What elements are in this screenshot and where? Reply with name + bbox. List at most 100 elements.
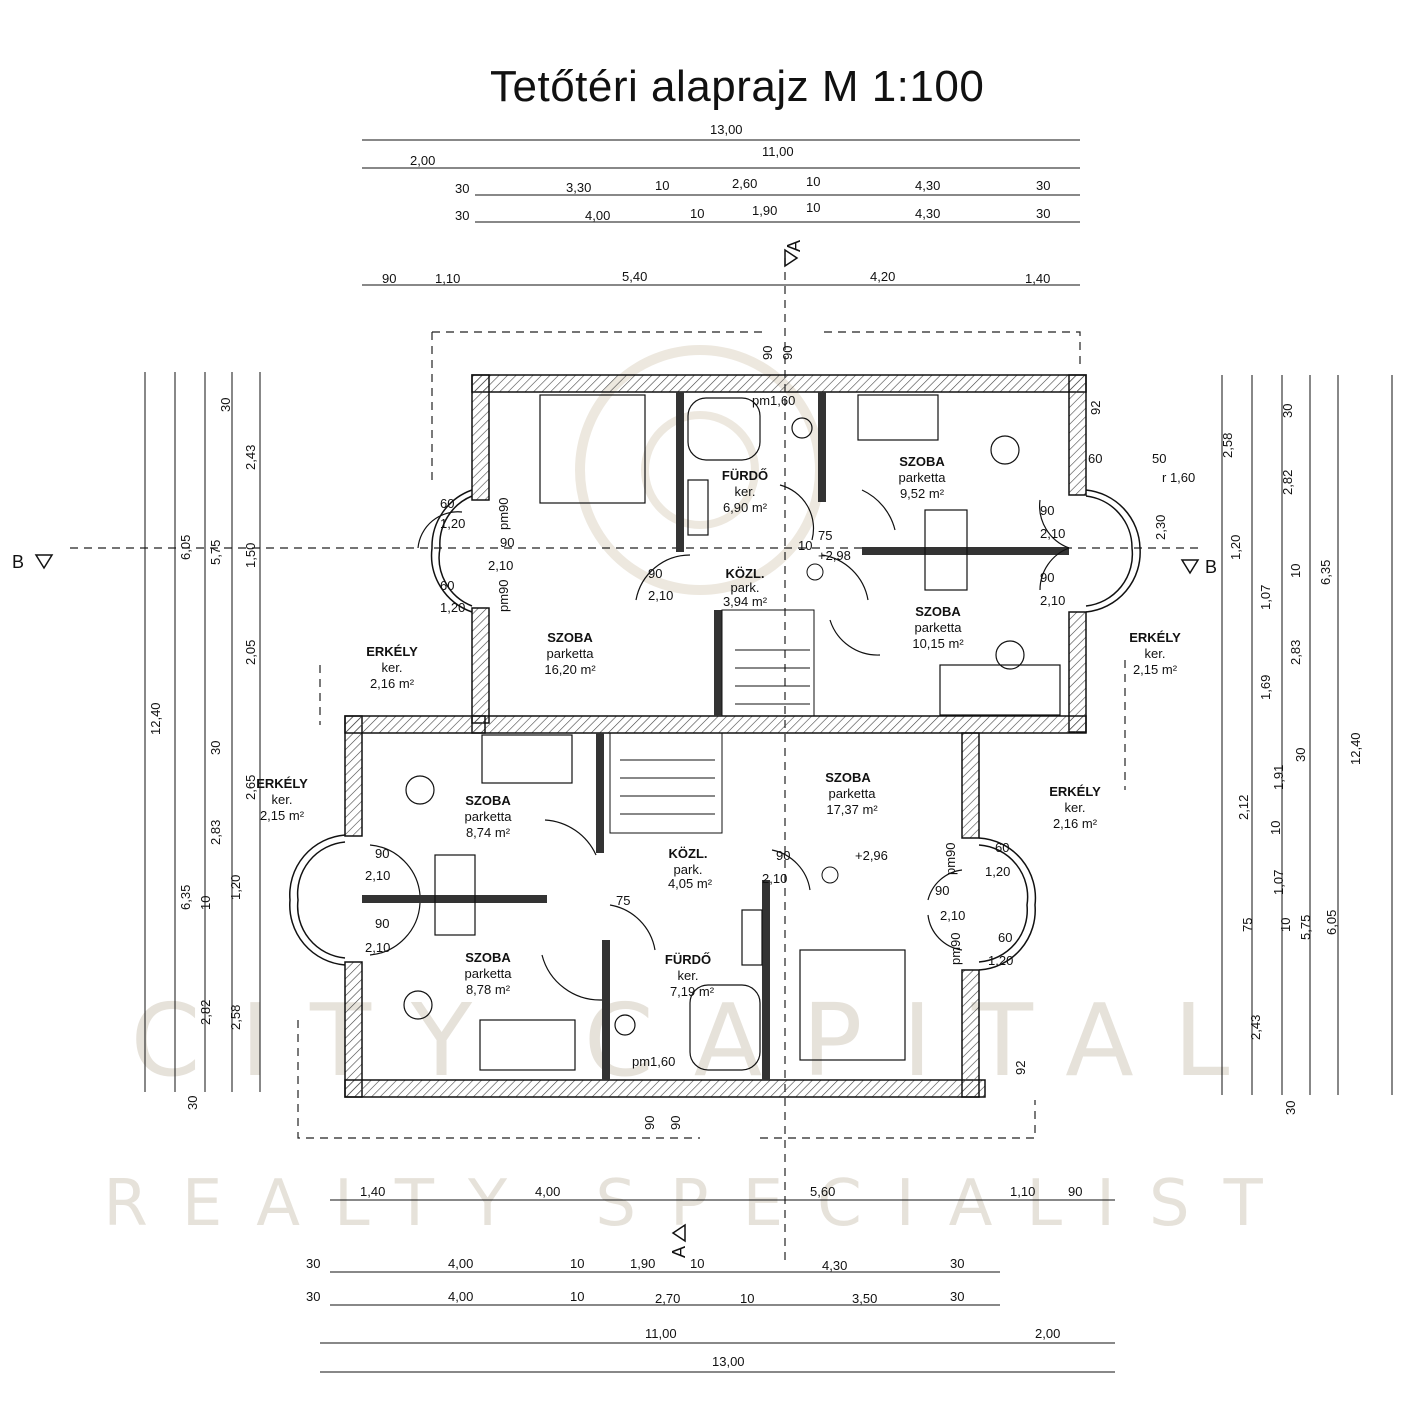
toilet-icon xyxy=(791,417,813,439)
watermark: CITY CAPITAL REALTY SPECIALIST xyxy=(103,345,1296,1241)
dim-bottom: 1,90 xyxy=(630,1256,655,1271)
dims-right: 12,40 6,35 6,05 30 2,82 10 2,83 30 1,91 … xyxy=(1220,404,1363,1115)
dim-bottom: 1,40 xyxy=(360,1184,385,1199)
opening-label: 2,10 xyxy=(365,868,390,883)
opening-label: 92 xyxy=(1088,401,1103,415)
sink-icon xyxy=(741,909,763,966)
watermark-bottom-text: REALTY SPECIALIST xyxy=(103,1167,1296,1241)
dim-top: 2,00 xyxy=(410,153,435,168)
svg-text:SZOBA: SZOBA xyxy=(547,630,593,645)
section-a-bottom-label: A xyxy=(669,1246,689,1258)
room-bath-upper: FÜRDŐ ker. 6,90 m² xyxy=(722,468,768,515)
room-bedroom-upper-right-1: SZOBA parketta 9,52 m² xyxy=(899,454,947,501)
section-arrow-icon xyxy=(784,248,799,268)
bed-icon xyxy=(539,394,646,504)
dim-top: 4,00 xyxy=(585,208,610,223)
opening-label: 2,10 xyxy=(1040,526,1065,541)
dim-right: 1,07 xyxy=(1271,870,1286,895)
bed-icon xyxy=(799,949,906,1061)
wardrobe-icon xyxy=(857,394,939,441)
svg-text:8,78 m²: 8,78 m² xyxy=(466,982,511,997)
room-bath-lower: FÜRDŐ ker. 7,19 m² xyxy=(665,952,715,999)
toilet-icon xyxy=(614,1014,636,1036)
dimension-lines xyxy=(144,139,1393,1373)
svg-text:ker.: ker. xyxy=(678,968,699,983)
opening-label: 60 xyxy=(995,840,1009,855)
svg-text:2,16 m²: 2,16 m² xyxy=(370,676,415,691)
opening-label: 90 xyxy=(760,346,775,360)
svg-text:ERKÉLY: ERKÉLY xyxy=(256,776,308,791)
svg-text:SZOBA: SZOBA xyxy=(465,950,511,965)
dim-top: 30 xyxy=(455,208,469,223)
dim-right: 2,82 xyxy=(1280,470,1295,495)
dim-top: 90 xyxy=(382,271,396,286)
roof-outline xyxy=(70,258,1200,1260)
opening-label: 60 xyxy=(440,496,454,511)
svg-text:parketta: parketta xyxy=(547,646,595,661)
section-arrow-icon xyxy=(1180,559,1200,575)
opening-label: 90 xyxy=(1040,503,1054,518)
opening-label: 90 xyxy=(1040,570,1054,585)
dim-right: 1,20 xyxy=(1228,535,1243,560)
section-markers: B B A A xyxy=(12,240,1217,1258)
svg-text:park.: park. xyxy=(731,580,760,595)
room-balcony-upper-left: ERKÉLY ker. 2,16 m² xyxy=(366,644,418,691)
dim-right: 2,58 xyxy=(1220,433,1235,458)
opening-label: 2,10 xyxy=(365,940,390,955)
opening-label: r 1,60 xyxy=(1162,470,1195,485)
svg-text:parketta: parketta xyxy=(465,966,513,981)
opening-label: pm1,60 xyxy=(632,1054,675,1069)
dim-top: 30 xyxy=(1036,206,1050,221)
wardrobe-icon xyxy=(479,1019,576,1071)
dim-top: 5,40 xyxy=(622,269,647,284)
svg-text:ker.: ker. xyxy=(1145,646,1166,661)
dim-bottom: 11,00 xyxy=(645,1326,677,1341)
dim-right: 75 xyxy=(1240,918,1255,932)
dim-right: 6,35 xyxy=(1318,560,1333,585)
sink-icon xyxy=(687,479,709,536)
dim-bottom: 4,00 xyxy=(535,1184,560,1199)
chair-icon xyxy=(403,990,433,1020)
dim-right: 1,07 xyxy=(1258,585,1273,610)
dim-right: 12,40 xyxy=(1348,732,1363,765)
svg-text:SZOBA: SZOBA xyxy=(915,604,961,619)
svg-text:17,37 m²: 17,37 m² xyxy=(826,802,878,817)
dim-left: 2,43 xyxy=(243,445,258,470)
dims-bottom: 1,40 4,00 5,60 1,10 90 30 4,00 10 1,90 1… xyxy=(306,1184,1082,1369)
svg-text:6,90 m²: 6,90 m² xyxy=(723,500,768,515)
dim-left: 30 xyxy=(208,741,223,755)
dim-left: 2,05 xyxy=(243,640,258,665)
opening-label: 90 xyxy=(642,1116,657,1130)
svg-text:parketta: parketta xyxy=(915,620,963,635)
svg-text:4,05 m²: 4,05 m² xyxy=(668,876,713,891)
dim-top: 10 xyxy=(806,200,820,215)
opening-label: pm1,60 xyxy=(752,393,795,408)
opening-label: 2,10 xyxy=(940,908,965,923)
svg-text:2,15 m²: 2,15 m² xyxy=(1133,662,1178,677)
dim-left: 2,82 xyxy=(198,1000,213,1025)
opening-labels: pm1,60 pm1,60 90 90 90 90 92 92 90 2,10 … xyxy=(365,346,1195,1130)
desk-icon xyxy=(924,509,968,591)
opening-label: 1,20 xyxy=(440,600,465,615)
door-swings xyxy=(369,484,1070,1001)
dim-top: 30 xyxy=(1036,178,1050,193)
opening-label: 10 xyxy=(798,538,812,553)
staircase xyxy=(609,609,815,834)
section-b-right-label: B xyxy=(1205,557,1217,577)
opening-label: 2,10 xyxy=(762,871,787,886)
room-bedroom-lower-left-1: SZOBA parketta 8,74 m² xyxy=(465,793,513,840)
svg-text:ERKÉLY: ERKÉLY xyxy=(1049,784,1101,799)
dim-right: 5,75 xyxy=(1298,915,1313,940)
dim-bottom: 4,00 xyxy=(448,1289,473,1304)
dim-top: 11,00 xyxy=(762,144,794,159)
dim-left: 6,35 xyxy=(178,885,193,910)
opening-label: 75 xyxy=(818,528,832,543)
svg-text:SZOBA: SZOBA xyxy=(465,793,511,808)
opening-label: 60 xyxy=(440,578,454,593)
dim-top: 10 xyxy=(806,174,820,189)
dim-bottom: 2,00 xyxy=(1035,1326,1060,1341)
balcony-lower-right xyxy=(978,837,1037,971)
dim-bottom: 2,70 xyxy=(655,1291,680,1306)
dim-top: 4,30 xyxy=(915,206,940,221)
balconies xyxy=(289,489,1141,971)
